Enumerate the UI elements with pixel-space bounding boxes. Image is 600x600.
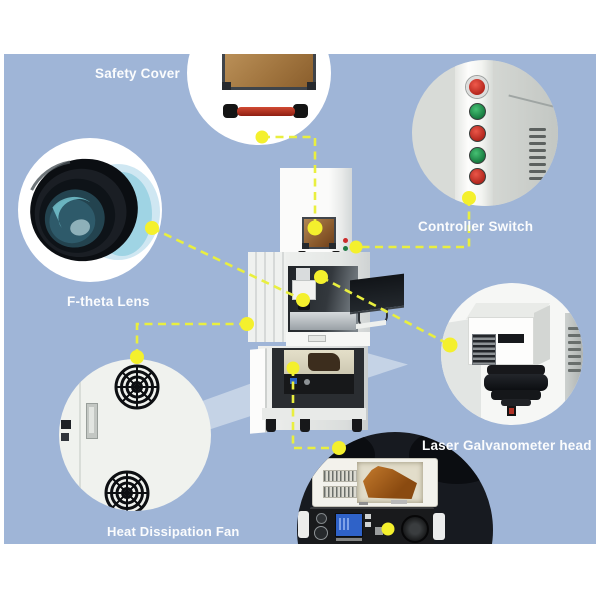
handle-tab — [298, 511, 309, 538]
controller-switch-callout — [412, 60, 558, 206]
leader-controller-switch — [356, 198, 471, 249]
vent-slot — [529, 156, 546, 159]
vent-slot — [568, 369, 581, 372]
red-button — [469, 125, 486, 142]
panel-fan — [401, 515, 429, 543]
panel-button — [365, 514, 371, 519]
lens-barrel-ring — [491, 390, 541, 400]
cabinet-panel — [492, 60, 558, 206]
galvanometer-head-callout — [441, 283, 583, 425]
lens-barrel-ring — [487, 365, 545, 375]
vent-slot — [529, 135, 546, 138]
red-handle-bar — [237, 107, 295, 116]
heat-fan-callout — [59, 359, 211, 511]
emergency-stop-button — [466, 76, 488, 98]
power-supply-knob — [304, 379, 310, 385]
leader-f-theta-lens — [151, 226, 304, 302]
leader-heat-fan — [135, 322, 247, 357]
trim-piece — [359, 502, 368, 505]
panel-seam — [79, 379, 81, 495]
lens-barrel-ring — [501, 399, 531, 406]
vent-slot — [529, 142, 546, 145]
vent-slot — [529, 163, 546, 166]
indicator-light-red — [343, 238, 348, 243]
vent-slot — [568, 362, 581, 365]
handle-tab — [433, 513, 445, 540]
knob — [316, 513, 327, 524]
knob — [314, 526, 328, 540]
galvo-vent-grille — [472, 334, 496, 365]
panel-text-line — [336, 538, 362, 541]
handle-end-cap — [293, 104, 308, 118]
lens-photo-drawing — [30, 158, 160, 262]
machine-foot — [266, 419, 276, 432]
galvo-name-plate — [498, 334, 524, 343]
machine-work-table — [290, 312, 356, 330]
panel-button — [365, 522, 371, 527]
leader-galvo-head — [320, 275, 451, 347]
leader-power-supply — [291, 368, 339, 450]
vent-slot — [529, 149, 546, 152]
bottom-white-band — [0, 544, 600, 600]
connector — [61, 420, 71, 429]
trim-piece — [391, 500, 407, 504]
top-white-band — [0, 0, 600, 54]
recessed-handle — [86, 403, 98, 439]
vent-slot — [529, 177, 546, 180]
vent-slot — [568, 341, 581, 344]
vent-grille — [323, 470, 357, 482]
leader-safety-cover — [262, 135, 317, 228]
barrel-connector — [507, 406, 516, 416]
machine-side-ridges — [248, 252, 286, 342]
handle-end-cap — [223, 104, 238, 118]
vent-slot — [568, 348, 581, 351]
red-button — [469, 168, 486, 185]
panel-button — [375, 527, 383, 535]
connector — [61, 433, 69, 441]
label-heat-dissipation-fan: Heat Dissipation Fan — [107, 524, 240, 539]
green-button — [469, 103, 486, 120]
vent-slot — [529, 170, 546, 173]
machine-galvo-mount — [296, 268, 310, 282]
machine-foot — [352, 419, 362, 432]
lens-barrel-ring — [484, 374, 548, 391]
power-supply-detail — [308, 353, 340, 371]
label-laser-galvanometer-head: Laser Galvanometer head — [422, 438, 592, 453]
lcd-display — [335, 513, 363, 537]
vent-slot — [568, 327, 581, 330]
label-f-theta-lens: F-theta Lens — [67, 294, 150, 309]
indicator-light-green — [343, 246, 348, 251]
machine-foot — [300, 419, 310, 432]
machine-front-strip — [286, 332, 370, 346]
f-theta-lens-callout — [18, 138, 162, 282]
power-supply-front — [284, 374, 354, 394]
fan-grilles — [104, 364, 160, 511]
vent-grille — [323, 486, 357, 498]
label-safety-cover: Safety Cover — [95, 66, 180, 81]
power-supply-led — [290, 378, 297, 384]
label-controller-switch: Controller Switch — [418, 219, 534, 234]
vent-slot — [529, 128, 546, 131]
green-button — [469, 147, 486, 164]
vent-slot — [568, 355, 581, 358]
marker-dots — [130, 130, 476, 536]
vent-slot — [568, 334, 581, 337]
machine-drawer-handle — [308, 335, 326, 342]
machine-base — [262, 408, 366, 420]
